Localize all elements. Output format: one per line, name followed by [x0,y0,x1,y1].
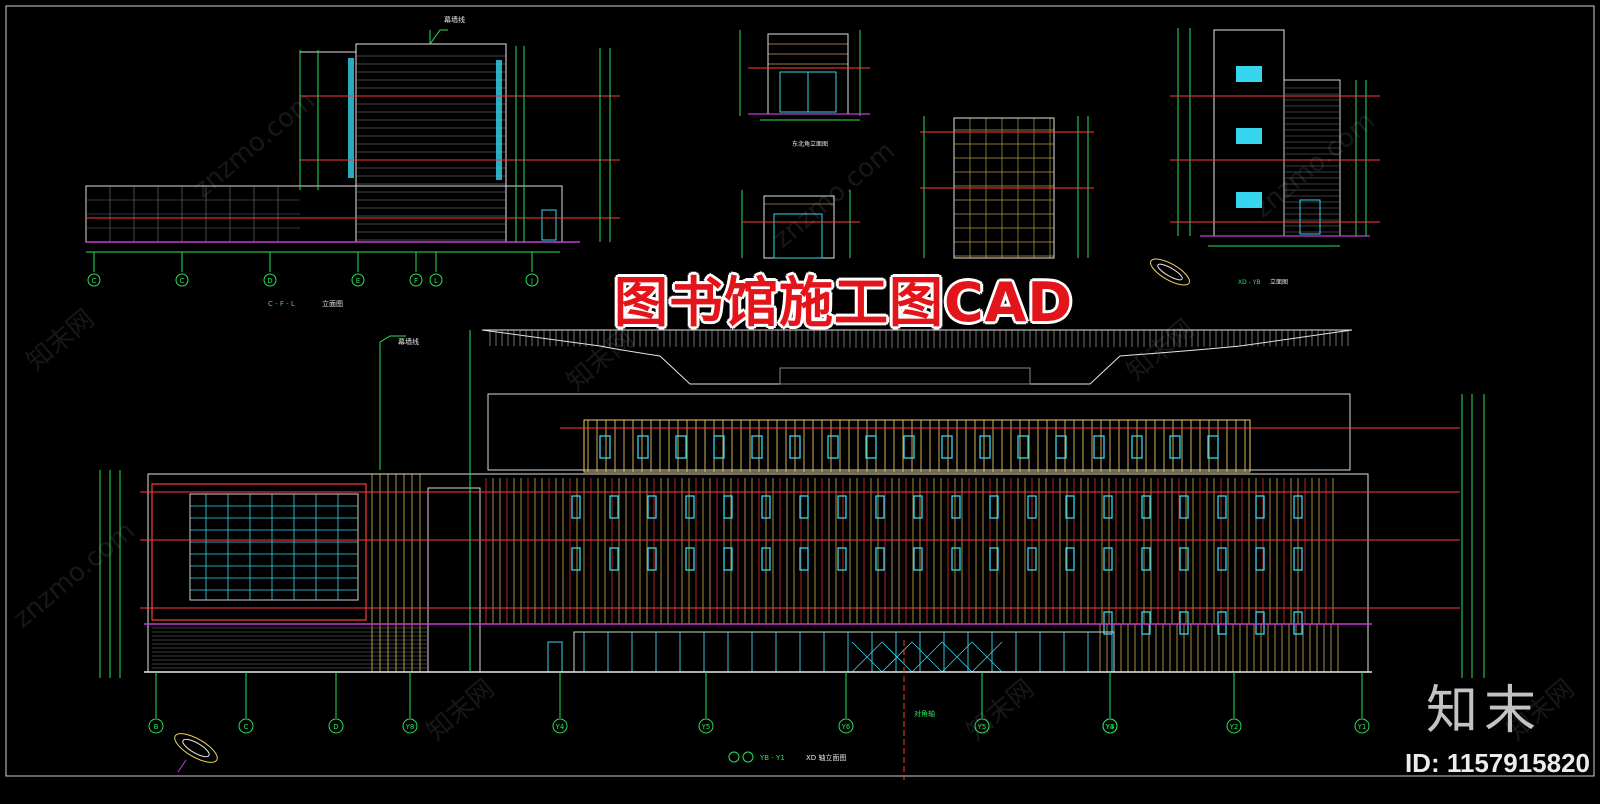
axis-label: Y8 [405,723,415,731]
axis-label: C [92,277,97,285]
axis-label: Y6 [841,723,851,731]
leader-label-main: 幕墙线 [398,337,419,346]
elev-main-label: YB - Y1 [759,754,785,762]
axis-label: F [414,277,418,285]
axis-label: Y3 [1105,723,1115,731]
elev-main-title: XD 轴立面图 [806,753,846,762]
elev-c-l-title: 立面图 [322,299,343,308]
axis-label: C [244,723,249,731]
elev-small-1-title: 东北角立面图 [792,140,828,148]
elevation-xd-yb: XD - YB 立面图 [1150,28,1380,286]
elevation-small-2 [741,190,860,259]
elev-xd-yb-title: 立面图 [1270,278,1288,286]
drawing-title: 图书馆施工图CAD [614,271,1074,334]
brand-logo: 知末 [1425,681,1542,741]
elevation-c-l: C C D E F L J C - F - L 立面图 幕墙线 [85,15,620,308]
axis-label: C [180,277,185,285]
axis-label: Y1 [1357,723,1367,731]
drawing-frame [5,5,1595,777]
axis-label: D [267,277,272,285]
axis-label: Y5 [977,723,987,731]
axis-label: E [356,277,360,285]
axis-label: Y4 [555,723,565,731]
axis-label: B [154,723,159,731]
axis-label: Y5 [701,723,711,731]
axis-label: D [333,723,338,731]
lobby-axis-label: 对角轴 [914,709,935,718]
elevation-small-3 [920,116,1094,259]
axis-label: J [530,277,533,285]
elev-c-l-label: C - F - L [268,300,295,308]
elevation-small-1: 东北角立面图 [739,30,870,148]
axis-label: Y2 [1229,723,1239,731]
axis-label: Y4 [1105,723,1115,731]
leader-label-top: 幕墙线 [444,15,465,24]
axis-label: L [434,277,438,285]
asset-id: ID: 1157915820 [1404,748,1590,778]
elev-xd-yb-label: XD - YB [1238,279,1261,286]
